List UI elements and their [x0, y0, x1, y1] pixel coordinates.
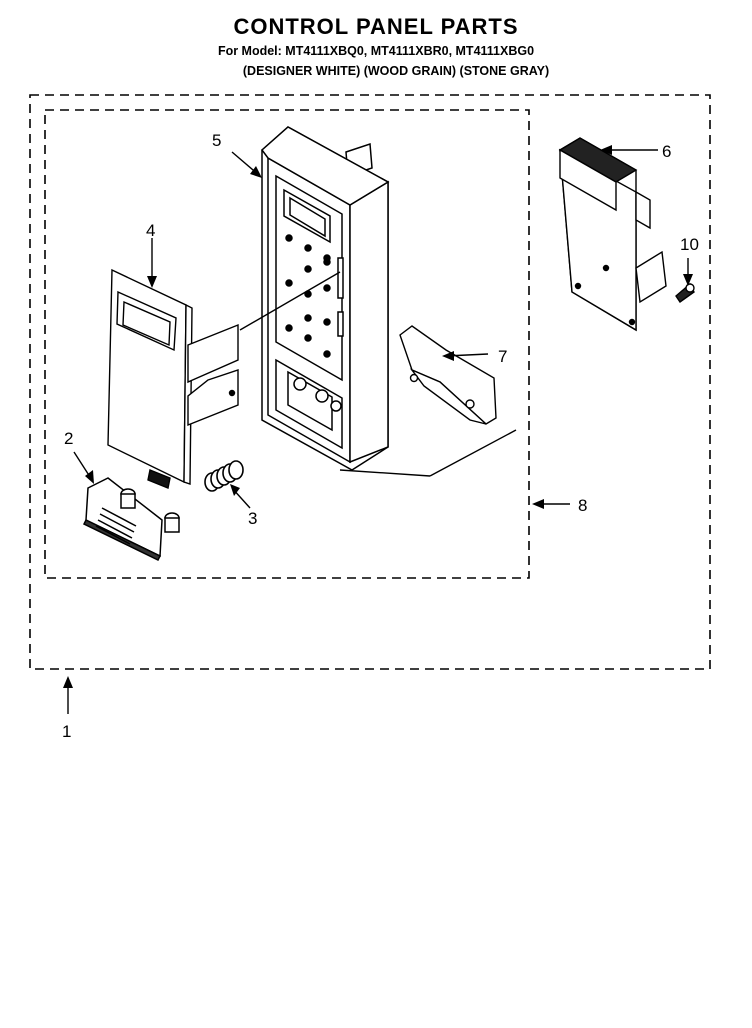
model-numbers: For Model: MT4111XBQ0, MT4111XBR0, MT411…: [217, 44, 535, 58]
leader-arrowheads: [63, 145, 693, 688]
finish-names: (DESIGNER WHITE) (WOOD GRAIN) (STONE GRA…: [242, 64, 550, 78]
inner-assembly-box: [44, 109, 530, 579]
callout-6: 6: [662, 142, 671, 161]
page-title: CONTROL PANEL PARTS: [233, 14, 519, 39]
part-2-button: [82, 477, 180, 561]
callout-8: 8: [578, 496, 587, 515]
callout-1: 1: [62, 722, 71, 741]
outer-assembly-box: [29, 94, 711, 670]
mounting-plates: [187, 323, 239, 427]
part-5-housing: [260, 126, 390, 471]
part-10-screw: [675, 282, 695, 303]
callout-2: 2: [64, 429, 73, 448]
callout-10: 10: [680, 235, 699, 254]
callout-3: 3: [248, 509, 257, 528]
callout-4: 4: [146, 221, 155, 240]
part-3-spring: [204, 460, 244, 492]
part-6-board: [558, 137, 667, 332]
callout-5: 5: [212, 131, 221, 150]
part-7-latch: [399, 325, 497, 425]
callout-7: 7: [498, 347, 507, 366]
part-4-overlay: [107, 268, 193, 489]
